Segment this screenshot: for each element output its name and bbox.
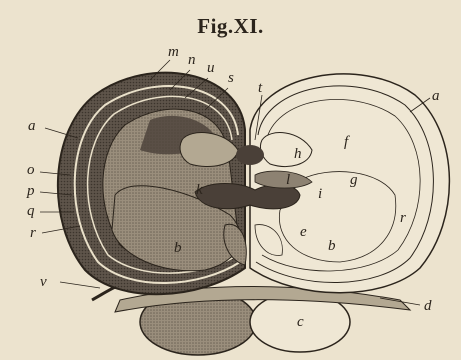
label-l: l <box>286 172 290 188</box>
label-a-right: a <box>432 88 440 104</box>
label-o: o <box>27 162 35 178</box>
label-h: h <box>294 146 302 162</box>
label-s: s <box>228 70 234 86</box>
label-d: d <box>424 298 432 314</box>
label-m: m <box>168 44 179 60</box>
label-r-left: r <box>30 225 36 241</box>
label-t: t <box>258 80 263 96</box>
label-c: c <box>297 314 304 330</box>
label-p: p <box>26 183 35 199</box>
label-e: e <box>300 224 307 240</box>
label-r-right: r <box>400 210 406 226</box>
label-b-right: b <box>328 238 336 254</box>
central-t <box>236 145 264 165</box>
label-u: u <box>207 60 215 76</box>
label-g: g <box>350 172 358 188</box>
label-i: i <box>318 186 322 202</box>
label-q: q <box>27 203 35 219</box>
label-n: n <box>188 52 196 68</box>
label-b-left: b <box>174 240 182 256</box>
label-k: k <box>196 182 203 198</box>
label-a-left: a <box>28 118 36 134</box>
label-v: v <box>40 274 47 290</box>
